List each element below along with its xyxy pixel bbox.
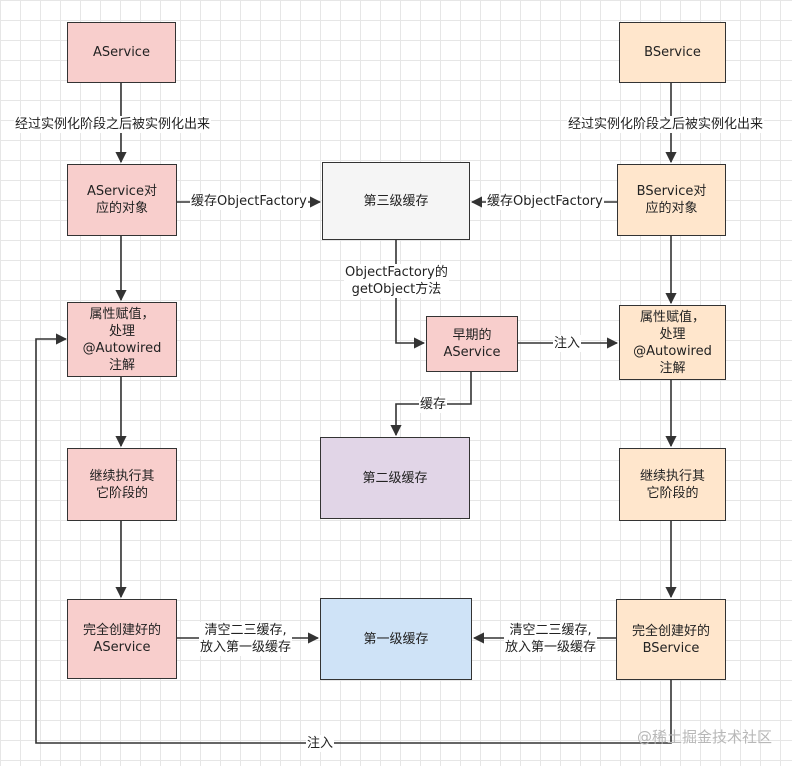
b-props-node: 属性赋值， 处理 @Autowired 注解 — [619, 305, 726, 380]
b-continue-node: 继续执行其 它阶段的 — [619, 448, 726, 521]
b-object-node: BService对 应的对象 — [617, 164, 726, 236]
a-continue-node: 继续执行其 它阶段的 — [67, 448, 177, 521]
a-object-node: AService对 应的对象 — [67, 164, 177, 236]
b-instantiated-label: 经过实例化阶段之后被实例化出来 — [567, 116, 765, 133]
a-instantiated-label: 经过实例化阶段之后被实例化出来 — [14, 116, 212, 133]
cache-early-label: 缓存 — [419, 396, 448, 413]
inject-b-label: 注入 — [553, 335, 582, 352]
arrow-b-complete-to-a-props — [35, 333, 672, 744]
b-complete-node: 完全创建好的 BService — [616, 599, 726, 680]
b-service-node: BService — [619, 22, 726, 83]
a-complete-node: 完全创建好的 AService — [67, 599, 177, 679]
a-service-node: AService — [67, 22, 176, 83]
watermark: @稀土掘金技术社区 — [636, 728, 772, 746]
a-cache-factory-label: 缓存ObjectFactory — [190, 193, 308, 210]
inject-a-label: 注入 — [306, 735, 335, 752]
a-props-node: 属性赋值， 处理 @Autowired 注解 — [67, 302, 177, 377]
a-clear-label: 清空二三缓存, 放入第一级缓存 — [199, 622, 293, 656]
early-a-service-node: 早期的 AService — [426, 316, 518, 372]
first-cache-node: 第一级缓存 — [320, 598, 472, 680]
third-cache-node: 第三级缓存 — [322, 162, 470, 240]
second-cache-node: 第二级缓存 — [320, 437, 470, 519]
get-object-label: ObjectFactory的 getObject方法 — [344, 264, 449, 298]
b-clear-label: 清空二三缓存, 放入第一级缓存 — [504, 622, 598, 656]
b-cache-factory-label: 缓存ObjectFactory — [486, 193, 604, 210]
